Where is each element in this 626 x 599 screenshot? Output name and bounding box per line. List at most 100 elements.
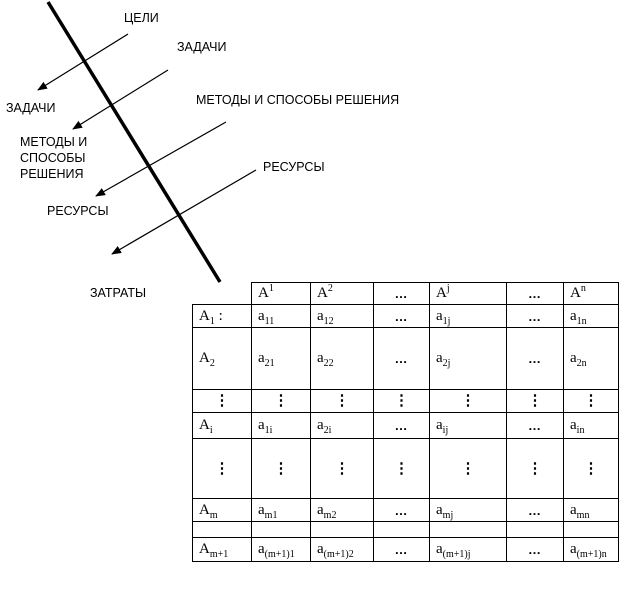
ellipsis: … — [394, 308, 409, 324]
symbol-subscript: m2 — [323, 509, 337, 521]
matrix-cell: a2j — [429, 327, 507, 390]
symbol-subscript: 22 — [323, 358, 334, 369]
label-methods-in: МЕТОДЫ И СПОСОБЫ РЕШЕНИЯ — [196, 93, 400, 107]
symbol-subscript: 2i — [323, 425, 332, 436]
matrix-cell: a1n — [563, 304, 619, 328]
symbol-subscript: m+1 — [209, 549, 229, 560]
vertical-ellipsis: ⋮ — [583, 459, 599, 477]
symbol-base: a — [570, 350, 577, 366]
symbol-base: a — [436, 417, 443, 433]
symbol-base: A — [199, 350, 210, 366]
symbol-base: a — [436, 541, 443, 557]
symbol-subscript: mn — [576, 509, 590, 521]
matrix-cell: a(m+1)n — [563, 537, 619, 562]
symbol-base: a — [436, 307, 443, 324]
vertical-ellipsis: ⋮ — [394, 459, 409, 477]
symbol-base: A — [258, 285, 269, 301]
matrix-cell: … — [506, 498, 564, 522]
matrix-vdots-cell: ⋮ — [506, 438, 564, 499]
matrix-vdots-cell: ⋮ — [310, 438, 374, 499]
matrix-vdots-cell: ⋮ — [310, 389, 374, 413]
vertical-ellipsis: ⋮ — [334, 459, 350, 477]
symbol-suffix: : — [214, 307, 223, 324]
arrow-resources-to-costs — [111, 169, 257, 255]
symbol-subscript: (m+1)1 — [264, 549, 295, 560]
matrix-vdots-cell: ⋮ — [429, 438, 507, 499]
label-goals: ЦЕЛИ — [124, 11, 159, 25]
matrix-cell: … — [506, 412, 564, 439]
label-tasks-out: ЗАДАЧИ — [6, 101, 56, 115]
matrix-cell: … — [373, 304, 430, 328]
ellipsis: … — [394, 351, 409, 366]
matrix-cell: a12 — [310, 304, 374, 328]
ellipsis: … — [528, 502, 542, 518]
matrix-cell: … — [373, 498, 430, 522]
matrix-vdots-cell: ⋮ — [251, 438, 311, 499]
matrix-column-header: A2 — [310, 282, 374, 305]
matrix-empty-cell — [429, 521, 507, 538]
symbol-base: a — [258, 501, 265, 518]
matrix-vdots-cell: ⋮ — [429, 389, 507, 413]
symbol-subscript: (m+1)2 — [323, 549, 354, 560]
matrix-cell: a(m+1)1 — [251, 537, 311, 562]
vertical-ellipsis: ⋮ — [583, 392, 599, 409]
symbol-base: a — [317, 541, 324, 557]
matrix-vdots-cell: ⋮ — [373, 389, 430, 413]
symbol-subscript: (m+1)n — [576, 549, 607, 560]
symbol-superscript: j — [446, 283, 450, 294]
symbol-subscript: 21 — [264, 358, 275, 369]
label-costs: ЗАТРАТЫ — [90, 286, 147, 300]
symbol-subscript: m1 — [264, 509, 278, 521]
arrow-goals-to-tasks — [37, 33, 129, 91]
matrix-cell: … — [506, 327, 564, 390]
ellipsis: … — [528, 418, 542, 433]
matrix-vdots-cell: ⋮ — [192, 438, 252, 499]
main-axis-line — [46, 1, 222, 283]
matrix-vdots-cell: ⋮ — [563, 438, 619, 499]
symbol-base: a — [570, 541, 577, 557]
symbol-base: a — [258, 417, 265, 433]
matrix-cell: … — [373, 412, 430, 439]
matrix-cell: a11 — [251, 304, 311, 328]
symbol-superscript: 2 — [327, 283, 333, 294]
symbol-base: A — [199, 307, 210, 324]
symbol-base: A — [199, 501, 210, 518]
ellipsis: … — [394, 418, 409, 433]
matrix-cell: a(m+1)j — [429, 537, 507, 562]
symbol-subscript: 2 — [209, 358, 215, 369]
matrix-column-header: A1 — [251, 282, 311, 305]
symbol-superscript: n — [580, 283, 586, 294]
matrix-cell: a1i — [251, 412, 311, 439]
symbol-base: a — [570, 501, 577, 518]
matrix-column-header: An — [563, 282, 619, 305]
arrow-methods-to-resources — [95, 121, 227, 197]
matrix-cell: … — [506, 304, 564, 328]
ellipsis: … — [394, 542, 409, 557]
matrix-cell: aij — [429, 412, 507, 439]
matrix-cell: a2i — [310, 412, 374, 439]
matrix-empty-cell — [251, 521, 311, 538]
symbol-base: A — [570, 285, 581, 301]
ellipsis: … — [528, 308, 542, 324]
matrix-empty-cell — [506, 521, 564, 538]
symbol-subscript: 1n — [576, 315, 587, 327]
matrix-cell: a22 — [310, 327, 374, 390]
vertical-ellipsis: ⋮ — [394, 392, 409, 409]
matrix-row-label: Am — [192, 498, 252, 522]
symbol-subscript: mj — [442, 509, 454, 521]
ellipsis: … — [528, 351, 542, 366]
vertical-ellipsis: ⋮ — [214, 392, 230, 409]
vertical-ellipsis: ⋮ — [334, 392, 350, 409]
matrix-cell: ain — [563, 412, 619, 439]
vertical-ellipsis: ⋮ — [214, 459, 230, 477]
symbol-base: a — [436, 501, 443, 518]
symbol-superscript: 1 — [268, 283, 274, 294]
symbol-base: A — [317, 285, 328, 301]
symbol-base: A — [199, 417, 210, 433]
matrix-empty-cell — [310, 521, 374, 538]
symbol-subscript: i — [209, 425, 213, 436]
